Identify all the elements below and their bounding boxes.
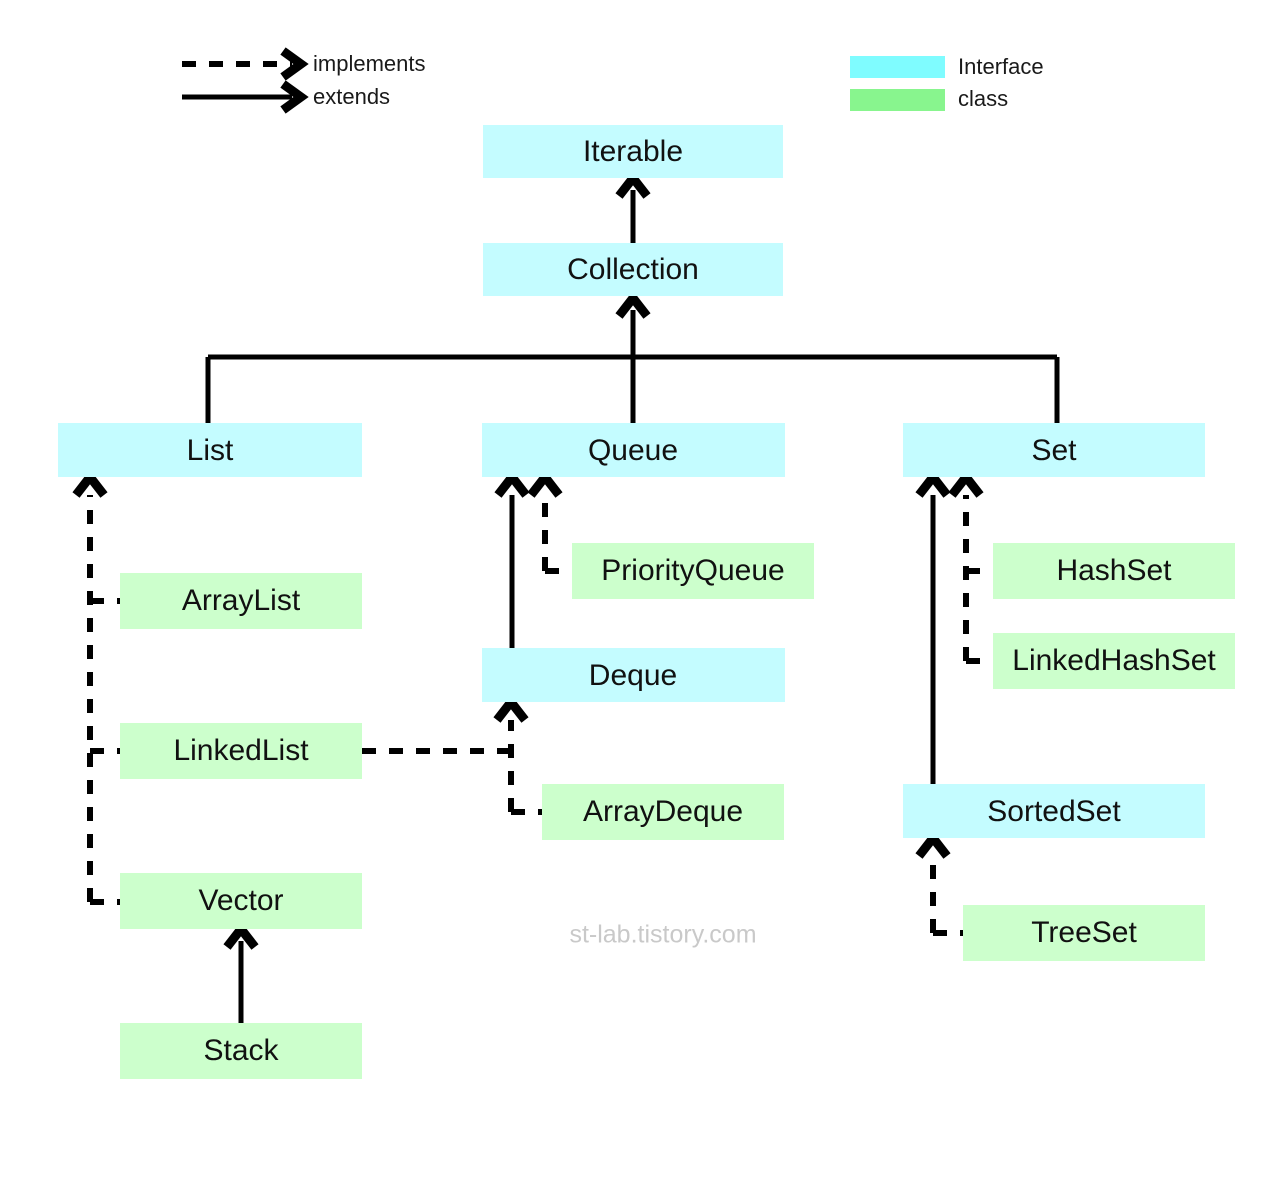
node-arraylist[interactable]: ArrayList: [120, 573, 362, 629]
node-queue-label: Queue: [588, 434, 678, 467]
legend-class-label: class: [958, 86, 1008, 111]
node-arraydeque[interactable]: ArrayDeque: [542, 784, 784, 840]
node-deque-box[interactable]: [482, 648, 785, 702]
node-priorityqueue-box[interactable]: [572, 543, 814, 599]
node-treeset-box[interactable]: [963, 905, 1205, 961]
edge-collection-to-iterable: [615, 170, 651, 243]
node-arraylist-label: ArrayList: [182, 584, 301, 617]
legend-class-row: class: [850, 86, 1008, 111]
edge-deque-implementors: [362, 694, 542, 815]
node-layer: Iterable Collection List Queue Set Array…: [58, 125, 1235, 1079]
legend-interface-row: Interface: [850, 54, 1044, 79]
node-set[interactable]: Set: [903, 423, 1205, 477]
node-linkedlist[interactable]: LinkedList: [120, 723, 362, 779]
node-vector-box[interactable]: [120, 873, 362, 929]
node-list[interactable]: List: [58, 423, 362, 477]
node-vector[interactable]: Vector: [120, 873, 362, 929]
node-list-box[interactable]: [58, 423, 362, 477]
edge-priorityqueue-to-queue: [527, 469, 572, 574]
edge-stack-to-vector: [223, 921, 259, 1023]
node-arraylist-box[interactable]: [120, 573, 362, 629]
node-linkedhashset-box[interactable]: [993, 633, 1235, 689]
legend-interface-label: Interface: [958, 54, 1044, 79]
watermark: st-lab.tistory.com: [569, 921, 756, 949]
edge-deque-implementors-arrow: [493, 694, 529, 723]
node-hashset[interactable]: HashSet: [993, 543, 1235, 599]
node-sortedset-box[interactable]: [903, 784, 1205, 838]
edge-deque-to-queue: [494, 469, 530, 648]
node-vector-label: Vector: [198, 884, 283, 917]
edge-priorityqueue-to-queue-arrow: [527, 469, 563, 498]
node-iterable-box[interactable]: [483, 125, 783, 178]
node-stack-label: Stack: [203, 1034, 279, 1067]
node-hashset-label: HashSet: [1056, 554, 1172, 587]
node-collection-box[interactable]: [483, 243, 783, 296]
node-arraydeque-label: ArrayDeque: [583, 795, 743, 828]
node-treeset-label: TreeSet: [1031, 916, 1137, 949]
edge-bus-arrow: [615, 290, 651, 319]
edge-collection-bus: [205, 290, 1060, 423]
node-hashset-box[interactable]: [993, 543, 1235, 599]
legend-implements-row: implements: [182, 47, 425, 81]
legend-implements-arrow-head: [280, 47, 309, 81]
edge-set-implementors-arrow: [948, 469, 984, 498]
legend-kinds: Interface class: [850, 54, 1044, 111]
edge-sortedset-to-set-arrow: [915, 469, 951, 498]
node-arraydeque-box[interactable]: [542, 784, 784, 840]
legend-extends-label: extends: [313, 84, 390, 109]
edge-treeset-to-sortedset-arrow: [915, 830, 951, 859]
node-iterable-label: Iterable: [583, 135, 683, 168]
node-list-label: List: [187, 434, 234, 467]
legend-implements-label: implements: [313, 51, 425, 76]
node-collection-label: Collection: [567, 253, 699, 286]
node-stack[interactable]: Stack: [120, 1023, 362, 1079]
edge-set-implementors: [948, 469, 993, 664]
legend-interface-swatch: [850, 56, 945, 78]
node-set-label: Set: [1031, 434, 1077, 467]
node-sortedset-label: SortedSet: [987, 795, 1121, 828]
node-queue[interactable]: Queue: [482, 423, 785, 477]
node-treeset[interactable]: TreeSet: [963, 905, 1205, 961]
node-deque[interactable]: Deque: [482, 648, 785, 702]
edge-deque-to-queue-arrow: [494, 469, 530, 498]
node-set-box[interactable]: [903, 423, 1205, 477]
node-stack-box[interactable]: [120, 1023, 362, 1079]
node-queue-box[interactable]: [482, 423, 785, 477]
node-linkedlist-label: LinkedList: [173, 734, 309, 767]
node-collection[interactable]: Collection: [483, 243, 783, 296]
legend-extends-arrow-head: [280, 80, 309, 114]
edge-list-implementors: [72, 469, 120, 905]
node-linkedlist-box[interactable]: [120, 723, 362, 779]
legend-relations: implements extends: [182, 47, 425, 114]
legend-extends-row: extends: [182, 80, 390, 114]
node-linkedhashset-label: LinkedHashSet: [1012, 644, 1216, 677]
node-priorityqueue-label: PriorityQueue: [601, 554, 784, 587]
edge-list-implementors-arrow: [72, 469, 108, 498]
edge-sortedset-to-set: [915, 469, 951, 784]
node-priorityqueue[interactable]: PriorityQueue: [572, 543, 814, 599]
node-linkedhashset[interactable]: LinkedHashSet: [993, 633, 1235, 689]
node-iterable[interactable]: Iterable: [483, 125, 783, 178]
node-deque-label: Deque: [589, 659, 677, 692]
edge-treeset-to-sortedset: [915, 830, 963, 936]
legend-class-swatch: [850, 89, 945, 111]
node-sortedset[interactable]: SortedSet: [903, 784, 1205, 838]
